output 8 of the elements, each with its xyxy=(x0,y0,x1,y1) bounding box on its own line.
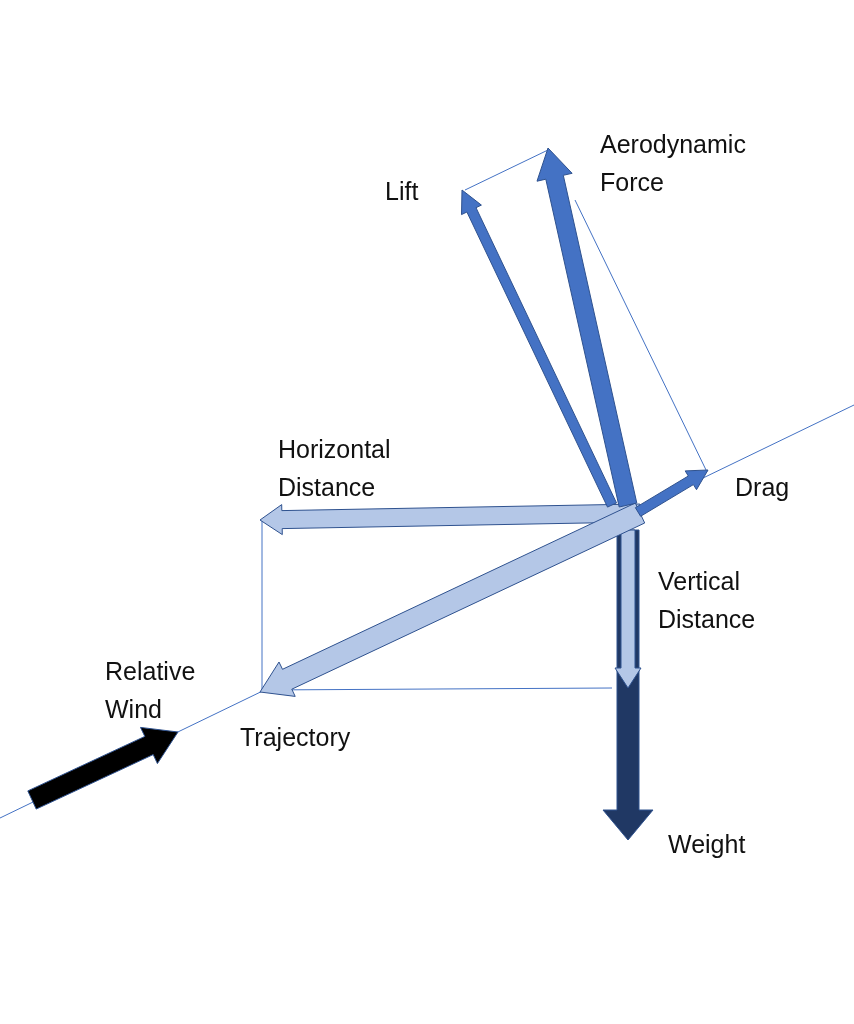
force-label: Trajectory xyxy=(240,722,351,753)
force-label: Vertical Distance xyxy=(658,566,757,635)
force-label: Weight xyxy=(668,829,746,860)
force-label: Drag xyxy=(735,472,790,503)
force-label: Horizontal Distance xyxy=(278,434,392,503)
force-label: Relative Wind xyxy=(105,656,197,725)
force-label: Lift xyxy=(385,176,419,207)
force-label: Aerodynamic Force xyxy=(600,129,747,198)
